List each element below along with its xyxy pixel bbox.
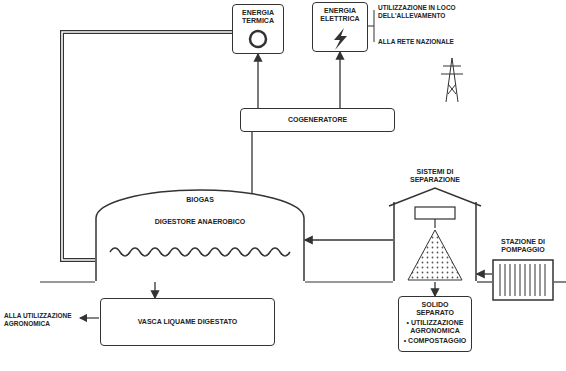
ground-line — [40, 281, 566, 282]
outline-stroke — [394, 202, 476, 281]
outline-stroke — [515, 264, 516, 296]
annotation-label: ALLA UTILIZZAZIONE AGRONOMICA — [4, 312, 78, 328]
node-text: • UTILIZZAZIONE AGRONOMICA — [402, 319, 468, 335]
output-box: SOLIDO SEPARATO • UTILIZZAZIONE AGRONOMIC… — [398, 296, 472, 352]
node-label: ENERGIA ELETTRICA — [316, 7, 364, 23]
node-label: SOLIDO SEPARATO — [402, 301, 468, 317]
pipe-outer — [62, 32, 232, 260]
outline-stroke — [545, 264, 546, 296]
power-wire — [368, 10, 374, 42]
pipe-inner — [62, 32, 232, 260]
outline-stroke — [505, 264, 506, 296]
node-label: BIOGAS — [186, 196, 214, 204]
outline-stroke — [510, 264, 511, 296]
flow-connector — [252, 132, 253, 194]
outline-stroke — [535, 264, 536, 296]
connector-line — [477, 273, 492, 274]
shape-outline — [95, 190, 305, 282]
shape-outline — [393, 168, 477, 282]
outline-stroke — [525, 264, 526, 296]
node-label: VASCA LIQUAME DIGESTATO — [138, 318, 238, 326]
connector-line — [434, 282, 435, 296]
pump-station: STAZIONE DI POMPAGGIO — [492, 238, 554, 302]
heating-coil — [110, 248, 290, 256]
flow-connector — [155, 282, 156, 298]
storage-tank: VASCA LIQUAME DIGESTATO — [100, 298, 275, 346]
process-box: COGENERATORE — [240, 108, 395, 132]
node-label: SISTEMI DI SEPARAZIONE — [396, 168, 474, 184]
outline-stroke — [520, 264, 521, 296]
outline-stroke — [389, 188, 481, 206]
node-text: DIGESTORE ANAEROBICO — [155, 218, 246, 226]
heat-pipe — [62, 32, 232, 260]
outline-stroke — [493, 260, 553, 300]
connector-line — [339, 52, 340, 108]
outline-stroke — [500, 264, 501, 296]
power-pylon — [441, 58, 463, 102]
outline-stroke — [96, 190, 304, 281]
flow-connector — [477, 274, 492, 275]
flow-connector — [258, 54, 259, 108]
solid-heap — [408, 230, 462, 280]
flow-connector — [340, 52, 341, 108]
connector-line — [154, 282, 155, 298]
output-arrow — [80, 317, 99, 318]
annotation-label: ALLA RETE NAZIONALE — [378, 38, 488, 46]
node-label: ENERGIA TERMICA — [236, 9, 280, 25]
outline-stroke — [540, 264, 541, 296]
node-label: COGENERATORE — [288, 116, 347, 124]
energy-box: ENERGIA ELETTRICA — [312, 2, 368, 52]
digester-tank: BIOGAS DIGESTORE ANAEROBICO — [95, 190, 305, 282]
node-label: STAZIONE DI POMPAGGIO — [495, 238, 551, 254]
connector-line — [305, 239, 393, 240]
annotation-label: UTILIZZAZIONE IN LOCO DELL'ALLEVAMENTO — [378, 4, 478, 20]
heat-icon — [250, 31, 266, 47]
node-text: • COMPOSTAGGIO — [404, 337, 467, 345]
connector-line — [257, 54, 258, 108]
connector-line — [251, 132, 252, 194]
energy-box: ENERGIA TERMICA — [232, 4, 284, 54]
flow-connector — [435, 282, 436, 296]
press — [415, 207, 455, 228]
separation-building: SISTEMI DI SEPARAZIONE — [393, 168, 477, 282]
lightning-icon — [334, 28, 347, 50]
outline-stroke — [530, 264, 531, 296]
flow-connector — [305, 240, 393, 241]
